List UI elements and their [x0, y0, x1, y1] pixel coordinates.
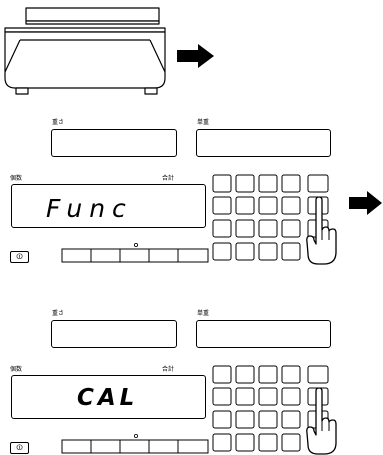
indicator-strip: [61, 242, 209, 263]
power-button[interactable]: ⏼: [10, 442, 29, 454]
count-display: [11, 375, 206, 419]
power-button[interactable]: ⏼: [10, 251, 29, 263]
count-label: 個数: [10, 175, 23, 182]
pointing-hand-icon: [306, 387, 337, 455]
pointing-hand-icon: [306, 196, 337, 265]
power-icon: ⏼: [16, 252, 23, 261]
scale-icon: [4, 7, 166, 95]
count-display: [11, 184, 206, 228]
right-arrow-icon: [177, 44, 214, 68]
power-icon: ⏼: [16, 443, 23, 452]
count-display-text: CAL: [77, 385, 139, 411]
weight-display: [51, 129, 177, 157]
count-label: 個数: [10, 366, 23, 373]
weight-label: 重さ: [52, 119, 65, 126]
unit-weight-label: 単重: [197, 119, 210, 126]
right-arrow-icon: [349, 191, 382, 215]
unit-weight-display: [196, 129, 331, 157]
keypad[interactable]: [212, 365, 330, 455]
weight-display: [51, 320, 177, 348]
total-label: 合計: [162, 175, 175, 182]
count-display-text: Func: [46, 194, 133, 223]
unit-weight-label: 単重: [197, 310, 210, 317]
weight-label: 重さ: [52, 310, 65, 317]
unit-weight-display: [196, 320, 331, 348]
indicator-strip: [61, 433, 209, 454]
total-label: 合計: [162, 366, 175, 373]
keypad[interactable]: [212, 174, 330, 264]
